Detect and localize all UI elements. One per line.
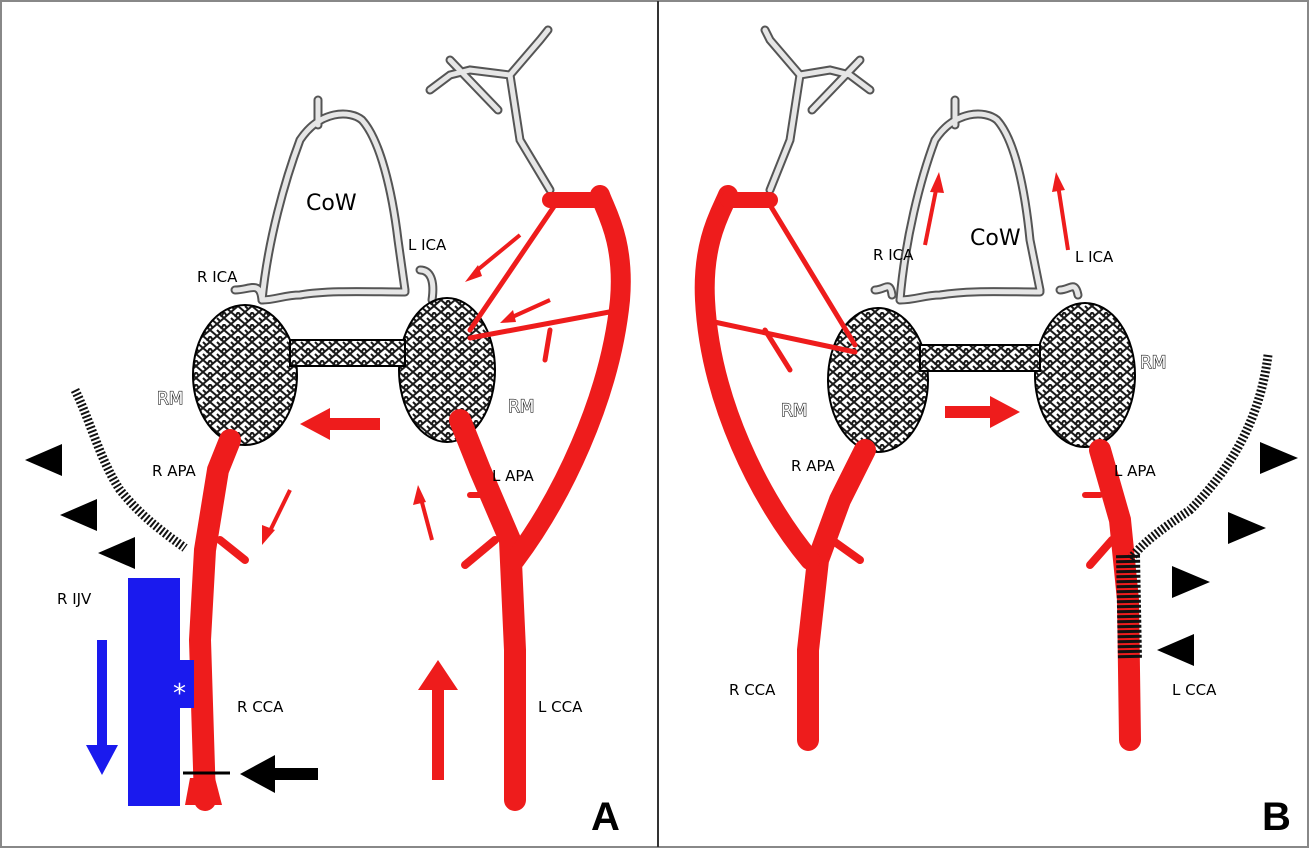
l-apa-label-a: L APA [492,467,534,485]
cow-label-a: CoW [306,191,357,216]
panel-letter-a: A [591,795,620,839]
rm-right-label-b: RM [1140,353,1166,373]
l-ica-label-b: L ICA [1075,248,1114,266]
l-ica-label-a: L ICA [408,236,447,254]
panel-letter-b: B [1262,795,1291,839]
asterisk-marker: * [173,679,186,709]
r-cca-label-a: R CCA [237,698,284,716]
rm-left-label-a: RM [157,389,183,409]
r-ijv-label: R IJV [57,590,92,608]
r-apa-label-b: R APA [791,457,836,475]
r-apa-label-a: R APA [152,462,197,480]
l-cca-label-a: L CCA [538,698,583,716]
cow-label-b: CoW [970,226,1021,251]
r-ica-label-a: R ICA [197,268,238,286]
l-cca-label-b: L CCA [1172,681,1217,699]
l-apa-label-b: L APA [1114,462,1156,480]
r-cca-label-b: R CCA [729,681,776,699]
rm-right-label-a: RM [508,397,534,417]
r-ica-label-b: R ICA [873,246,914,264]
rm-left-label-b: RM [781,401,807,421]
